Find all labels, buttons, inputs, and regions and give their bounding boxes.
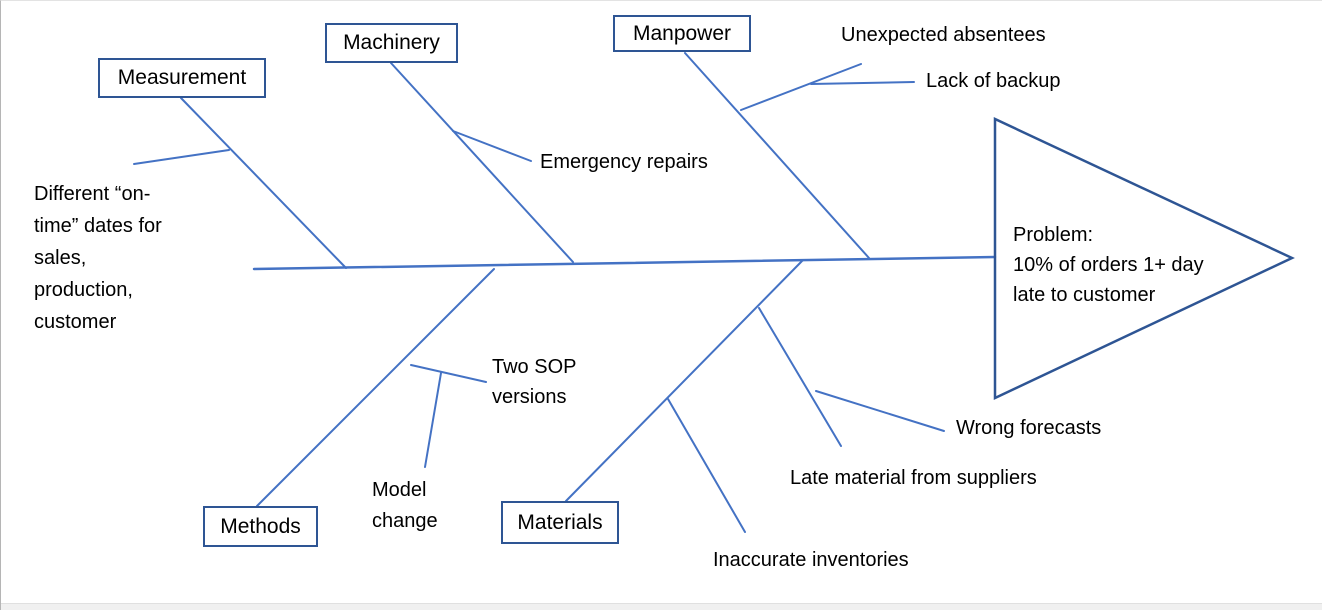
bone-manpower <box>684 52 870 259</box>
cause-lack-of-backup: Lack of backup <box>926 70 1061 92</box>
problem-statement: Problem: 10% of orders 1+ day late to cu… <box>1013 224 1204 306</box>
branch-lack-of-backup <box>810 81 915 85</box>
cause-model-change: Model change <box>372 479 438 532</box>
spine-line <box>252 255 997 271</box>
bone-materials <box>565 259 804 502</box>
branch-two-sop-versions <box>410 364 487 383</box>
category-label-manpower: Manpower <box>632 21 732 45</box>
category-box-methods[interactable]: Methods <box>203 506 318 547</box>
category-box-machinery[interactable]: Machinery <box>325 23 458 63</box>
page-bottom-edge <box>1 603 1322 610</box>
branch-emergency-repairs <box>452 130 532 162</box>
bone-methods <box>256 268 495 507</box>
problem-head-triangle <box>993 117 1295 400</box>
category-box-measurement[interactable]: Measurement <box>98 58 266 98</box>
category-label-machinery: Machinery <box>343 31 440 54</box>
category-box-materials[interactable]: Materials <box>501 501 619 544</box>
cause-wrong-forecasts: Wrong forecasts <box>956 417 1102 439</box>
cause-different-dates: Different “on- time” dates for sales, pr… <box>34 183 162 333</box>
branch-wrong-forecasts <box>815 390 945 432</box>
branch-inaccurate-inventories <box>667 398 746 533</box>
branch-different-dates <box>133 149 230 165</box>
cause-emergency-repairs: Emergency repairs <box>540 151 708 173</box>
category-box-manpower[interactable]: Manpower <box>613 15 751 52</box>
category-label-measurement: Measurement <box>117 66 247 89</box>
cause-two-sop-versions: Two SOP versions <box>492 356 577 408</box>
bone-measurement <box>180 97 347 269</box>
cause-unexpected-absentees: Unexpected absentees <box>841 24 1046 46</box>
category-label-methods: Methods <box>220 514 301 538</box>
branch-model-change <box>424 372 442 468</box>
bone-machinery <box>390 62 574 263</box>
branch-late-material <box>758 307 842 447</box>
branch-unexpected-absentees <box>740 63 862 111</box>
cause-late-material: Late material from suppliers <box>790 467 1037 489</box>
cause-inaccurate-inventories: Inaccurate inventories <box>713 549 909 571</box>
category-label-materials: Materials <box>517 510 603 534</box>
